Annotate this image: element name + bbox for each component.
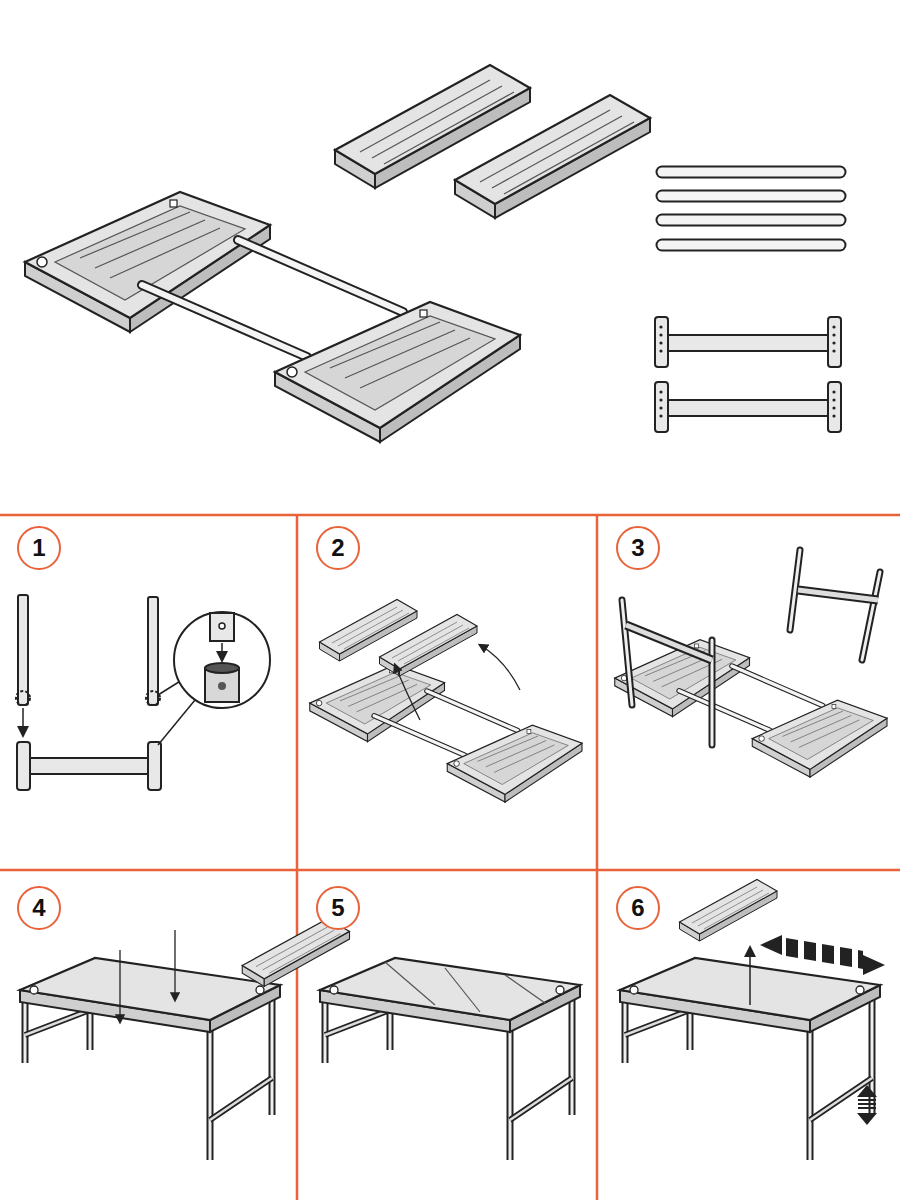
callout-circle: 2 [316,526,360,570]
callout-circle: 5 [316,886,360,930]
callout-number: 5 [331,896,344,920]
callout-number: 2 [331,536,344,560]
callout-circle: 3 [616,526,660,570]
callout-number: 3 [631,536,644,560]
callout-number: 1 [32,536,45,560]
callout-circle: 6 [616,886,660,930]
callout-number: 4 [32,896,45,920]
callout-circle: 4 [17,886,61,930]
callout-circle: 1 [17,526,61,570]
callout-number: 6 [631,896,644,920]
